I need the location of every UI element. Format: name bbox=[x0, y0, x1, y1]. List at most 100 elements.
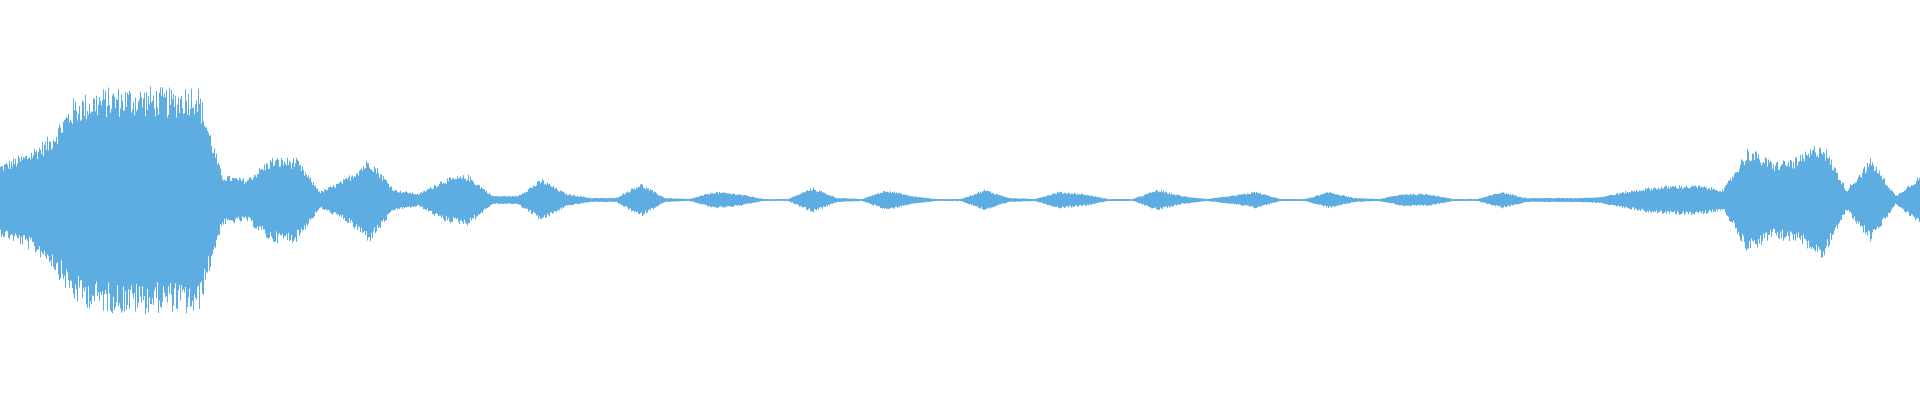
waveform-bar bbox=[920, 197, 921, 203]
waveform-bar bbox=[371, 169, 372, 233]
waveform-bar bbox=[534, 186, 535, 213]
waveform-bar bbox=[271, 162, 272, 237]
waveform-bar bbox=[853, 198, 854, 202]
waveform-bar bbox=[30, 159, 31, 239]
waveform-bar bbox=[1692, 185, 1693, 214]
waveform-bar bbox=[1520, 196, 1521, 204]
waveform-bar bbox=[1088, 195, 1089, 206]
waveform-bar bbox=[609, 198, 610, 202]
waveform-bar bbox=[1798, 161, 1799, 233]
waveform-bar bbox=[1217, 198, 1218, 202]
waveform-bar bbox=[1299, 199, 1300, 201]
waveform-bar bbox=[747, 195, 748, 204]
waveform-bar bbox=[451, 179, 452, 223]
waveform-bar bbox=[1288, 199, 1289, 201]
waveform-bar bbox=[154, 108, 155, 291]
waveform-bar bbox=[223, 180, 224, 225]
waveform-bar bbox=[1344, 195, 1345, 204]
waveform-bar bbox=[202, 102, 203, 294]
waveform-bar bbox=[660, 195, 661, 204]
waveform-bar bbox=[1025, 198, 1026, 202]
waveform-bar bbox=[1883, 178, 1884, 218]
waveform-bar bbox=[1535, 198, 1536, 202]
waveform-bar bbox=[1717, 191, 1718, 211]
waveform-bar bbox=[656, 193, 657, 207]
waveform-bar bbox=[1091, 195, 1092, 205]
waveform-bar bbox=[1191, 197, 1192, 203]
waveform-bar bbox=[827, 194, 828, 207]
waveform-bar bbox=[1096, 196, 1097, 203]
waveform-bar bbox=[162, 87, 163, 303]
waveform-bar bbox=[1792, 168, 1793, 235]
waveform-bar bbox=[996, 193, 997, 206]
waveform-bar bbox=[887, 191, 888, 209]
waveform-bar bbox=[1810, 149, 1811, 247]
waveform-bar bbox=[372, 170, 373, 239]
waveform-bar bbox=[749, 196, 750, 204]
waveform-bar bbox=[1401, 194, 1402, 206]
waveform-bar bbox=[1359, 198, 1360, 202]
waveform-bar bbox=[1187, 196, 1188, 204]
waveform-bar bbox=[1438, 195, 1439, 204]
waveform-bar bbox=[999, 195, 1000, 205]
waveform-bar bbox=[1013, 198, 1014, 202]
waveform-bar bbox=[947, 199, 948, 201]
waveform-bar bbox=[1772, 168, 1773, 232]
waveform-bar bbox=[1746, 160, 1747, 251]
waveform-bar bbox=[976, 194, 977, 207]
waveform-bar bbox=[455, 178, 456, 218]
waveform-bar bbox=[1900, 193, 1901, 208]
waveform-bar bbox=[354, 176, 355, 229]
waveform-bar bbox=[1052, 193, 1053, 207]
waveform-bar bbox=[214, 148, 215, 247]
waveform-bar bbox=[942, 199, 943, 201]
waveform-bar bbox=[1230, 196, 1231, 204]
waveform-bar bbox=[509, 196, 510, 204]
waveform-bar bbox=[1524, 197, 1525, 203]
waveform-bar bbox=[1174, 194, 1175, 206]
waveform-bar bbox=[350, 181, 351, 223]
waveform-bar bbox=[484, 189, 485, 209]
waveform-bar bbox=[390, 186, 391, 213]
waveform-bar bbox=[595, 198, 596, 202]
waveform-bar bbox=[1526, 198, 1527, 203]
waveform-bar bbox=[368, 163, 369, 237]
waveform-bar bbox=[986, 191, 987, 209]
waveform-bar bbox=[104, 99, 105, 295]
waveform-bar bbox=[1447, 198, 1448, 202]
waveform-bar bbox=[1842, 182, 1843, 215]
waveform-bar bbox=[1645, 188, 1646, 212]
waveform-bar bbox=[124, 110, 125, 312]
waveform-bar bbox=[61, 132, 62, 261]
waveform-bar bbox=[1232, 195, 1233, 204]
waveform-bar bbox=[1844, 188, 1845, 215]
waveform-bar bbox=[728, 193, 729, 206]
waveform-bar bbox=[1446, 197, 1447, 203]
waveform-bar bbox=[1198, 198, 1199, 202]
waveform-bar bbox=[1804, 161, 1805, 239]
waveform-bar bbox=[251, 178, 252, 222]
waveform-bar bbox=[443, 182, 444, 219]
waveform-bar bbox=[1564, 198, 1565, 202]
waveform-bar bbox=[424, 190, 425, 209]
waveform-bar bbox=[1462, 199, 1463, 201]
waveform-bar bbox=[1257, 192, 1258, 207]
waveform-bar bbox=[569, 194, 570, 206]
waveform-bar bbox=[1770, 161, 1771, 230]
waveform-bar bbox=[340, 181, 341, 215]
waveform-bar bbox=[1317, 195, 1318, 205]
waveform-bar bbox=[1533, 197, 1534, 202]
waveform-bar bbox=[1262, 194, 1263, 206]
waveform-bar bbox=[513, 195, 514, 204]
waveform-bar bbox=[1612, 195, 1613, 205]
waveform-bar bbox=[1768, 159, 1769, 236]
waveform-bar bbox=[68, 114, 69, 280]
waveform-bar bbox=[1186, 196, 1187, 203]
waveform-bar bbox=[504, 195, 505, 204]
waveform-bar bbox=[1177, 194, 1178, 205]
waveform-bar bbox=[1701, 186, 1702, 214]
waveform-bar bbox=[1430, 195, 1431, 206]
waveform-bar bbox=[1738, 172, 1739, 232]
waveform-bar bbox=[1128, 198, 1129, 201]
waveform-bar bbox=[1797, 165, 1798, 238]
